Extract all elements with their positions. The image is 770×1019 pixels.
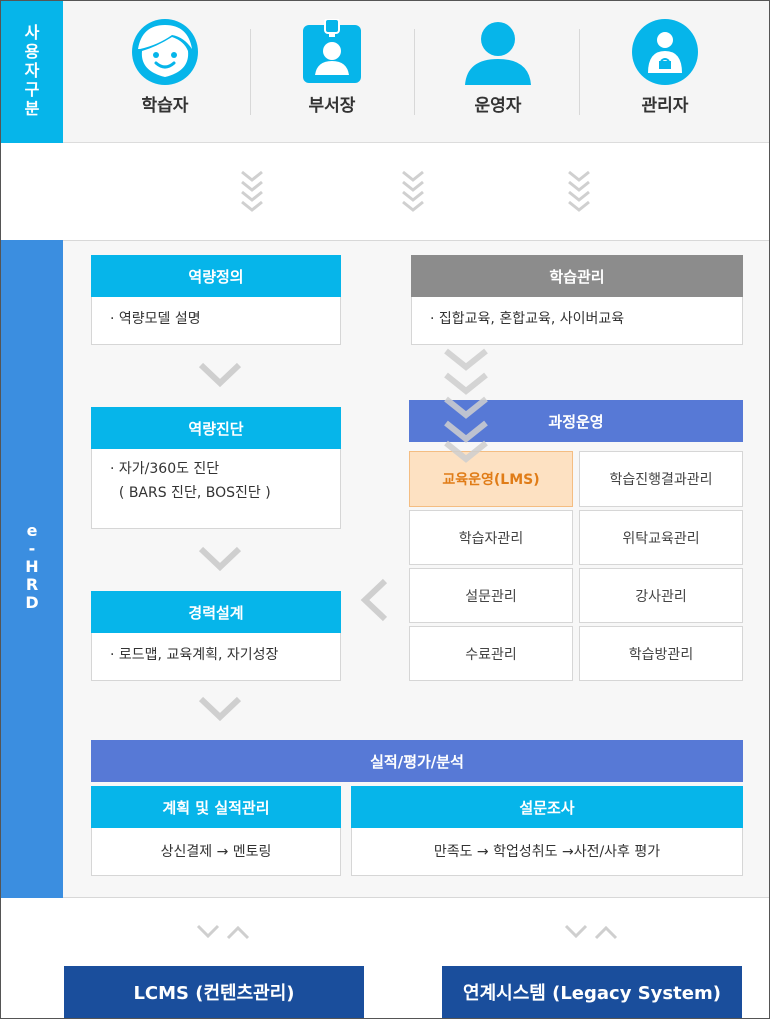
- sync-arrows-icon: [196, 924, 250, 940]
- course-cell-lms[interactable]: 교육운영(LMS): [409, 451, 573, 507]
- competency-diag-body: · 자가/360도 진단 ( BARS 진단, BOS진단 ): [91, 449, 341, 529]
- chevron-left-icon: [360, 578, 388, 622]
- course-cell[interactable]: 강사관리: [579, 568, 743, 623]
- user-separator: [250, 29, 251, 115]
- operator-icon: [465, 22, 531, 85]
- sync-arrows-icon: [564, 924, 618, 940]
- user-operator: 운영자: [438, 19, 558, 116]
- user-manager: 부서장: [272, 19, 392, 116]
- survey-header: 설문조사: [351, 786, 743, 828]
- career-body: · 로드맵, 교육계획, 자기성장: [91, 633, 341, 681]
- competency-def-body: · 역량모델 설명: [91, 297, 341, 345]
- learning-mgmt-header: 학습관리: [411, 255, 743, 297]
- ehrd-side-char: R: [25, 575, 39, 594]
- user-learner: 학습자: [105, 19, 225, 116]
- plan-header: 계획 및 실적관리: [91, 786, 341, 828]
- user-label: 부서장: [308, 96, 356, 116]
- ehrd-side-char: D: [25, 593, 39, 612]
- course-cell[interactable]: 위탁교육관리: [579, 510, 743, 565]
- ehrd-side-char: H: [25, 557, 39, 576]
- chevron-band: [1, 144, 769, 240]
- chevron-down-icon: [198, 546, 242, 572]
- course-cell[interactable]: 학습방관리: [579, 626, 743, 681]
- chevron-down-icon: [198, 696, 242, 722]
- chevron-down-icon: [444, 348, 488, 463]
- career-header: 경력설계: [91, 591, 341, 633]
- user-side-char: 사: [24, 23, 40, 42]
- course-cell[interactable]: 학습진행결과관리: [579, 451, 743, 507]
- user-section-side-label: 사 용 자 구 분: [1, 1, 63, 143]
- ehrd-side-char: -: [28, 539, 36, 558]
- course-cell[interactable]: 학습자관리: [409, 510, 573, 565]
- user-label: 관리자: [641, 96, 689, 116]
- survey-body: 만족도 → 학업성취도 →사전/사후 평가: [351, 828, 743, 876]
- chevron-down-icon: [241, 170, 263, 212]
- user-label: 학습자: [141, 96, 189, 116]
- competency-diag-header: 역량진단: [91, 407, 341, 449]
- plan-body: 상신결제 → 멘토링: [91, 828, 341, 876]
- course-cell[interactable]: 수료관리: [409, 626, 573, 681]
- user-admin: 관리자: [605, 19, 725, 116]
- competency-diag-line: ( BARS 진단, BOS진단 ): [110, 485, 271, 501]
- user-side-char: 구: [24, 80, 40, 99]
- chevron-down-icon: [198, 362, 242, 388]
- chevron-down-icon: [402, 170, 424, 212]
- competency-diag-line: · 자가/360도 진단: [110, 461, 220, 477]
- performance-header: 실적/평가/분석: [91, 740, 743, 782]
- user-side-char: 용: [24, 42, 40, 61]
- user-separator: [579, 29, 580, 115]
- lcms-button[interactable]: LCMS (컨텐츠관리): [64, 966, 364, 1018]
- admin-icon: [632, 19, 698, 85]
- ehrd-side-label: e - H R D: [1, 240, 63, 898]
- course-cell[interactable]: 설문관리: [409, 568, 573, 623]
- user-side-char: 자: [24, 61, 40, 80]
- learner-icon: [132, 19, 198, 85]
- learning-mgmt-body: · 집합교육, 혼합교육, 사이버교육: [411, 297, 743, 345]
- ehrd-side-char: e: [26, 521, 38, 540]
- user-separator: [414, 29, 415, 115]
- legacy-system-button[interactable]: 연계시스템 (Legacy System): [442, 966, 742, 1018]
- chevron-down-icon: [568, 170, 590, 212]
- user-side-char: 분: [24, 99, 40, 118]
- competency-def-header: 역량정의: [91, 255, 341, 297]
- user-label: 운영자: [474, 96, 522, 116]
- manager-badge-icon: [303, 19, 361, 83]
